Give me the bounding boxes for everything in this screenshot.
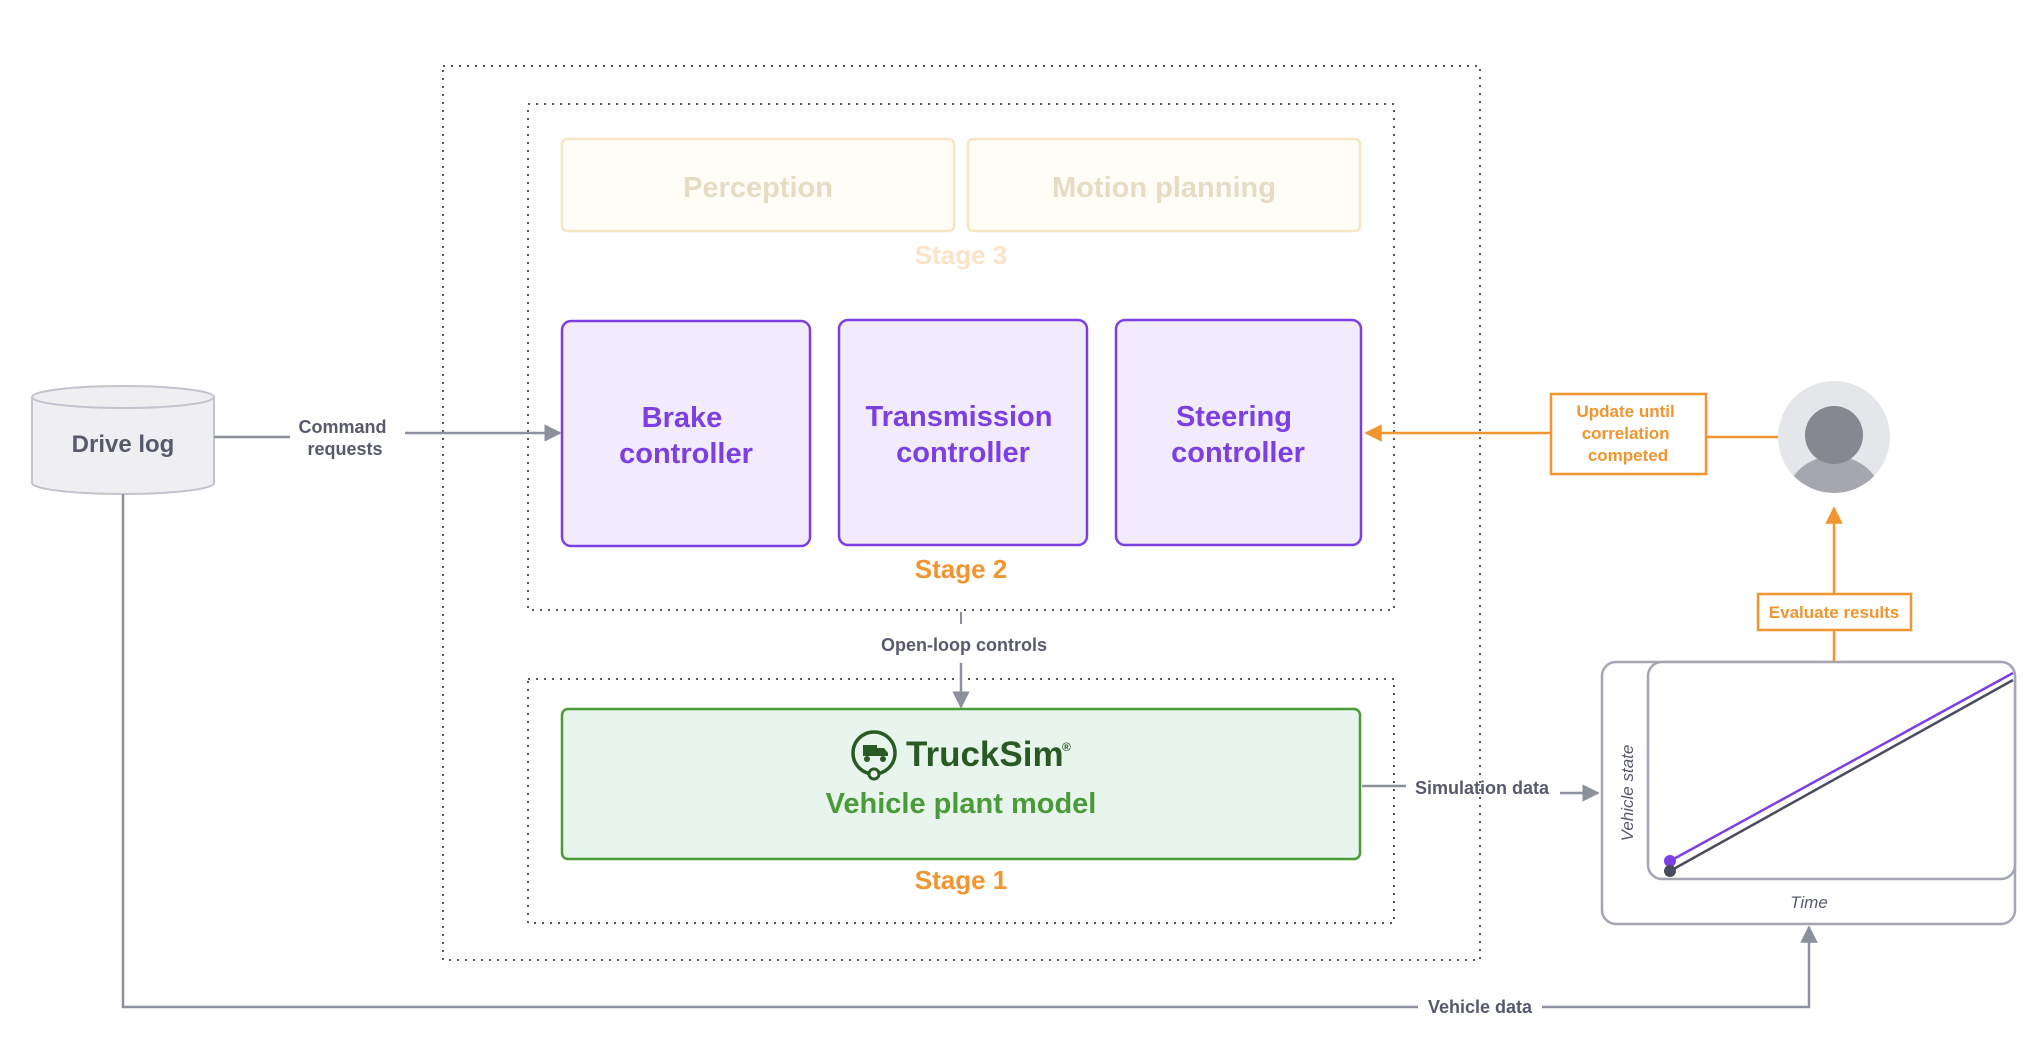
command-requests-line-2: requests: [307, 439, 382, 459]
steering-controller-box: [1114, 318, 1363, 547]
outer-boundary: [442, 65, 1481, 961]
open-loop-controls-label: Open-loop controls: [881, 635, 1047, 655]
plot-inner-frame: [1646, 660, 2017, 881]
transmission-controller-box: [837, 318, 1089, 547]
transmission-controller-line-1: Transmission: [865, 401, 1052, 433]
update-until-line-1: Update until: [1577, 402, 1675, 421]
motion-planning-label: Motion planning: [1052, 172, 1276, 204]
update-until-line-2: correlation: [1582, 424, 1670, 443]
vehicle-plant-model-box: [560, 707, 1362, 861]
plot-y-axis-label: Vehicle state: [1618, 745, 1637, 842]
stage-1-label: Stage 1: [915, 865, 1008, 895]
stage-2-label: Stage 2: [915, 554, 1008, 584]
plot-series-purple: [1669, 671, 2014, 863]
stage-2-3-boundary: [527, 103, 1395, 611]
plot-point-dark: [1664, 865, 1676, 877]
steering-controller-line-2: controller: [1171, 437, 1305, 469]
command-requests-line-1: Command: [298, 417, 386, 437]
user-avatar-icon: [1778, 381, 1890, 493]
steering-controller-label: Steering controller: [1171, 401, 1305, 469]
brake-controller-line-1: Brake: [642, 402, 723, 434]
trucksim-logo-text: TruckSim: [906, 735, 1064, 774]
command-requests-label: Command requests: [298, 417, 391, 459]
evaluate-results-label: Evaluate results: [1769, 603, 1899, 622]
simulation-data-label: Simulation data: [1415, 778, 1550, 798]
perception-box: [560, 137, 956, 233]
brake-controller-box: [560, 319, 812, 548]
trucksim-registered-mark: ®: [1062, 740, 1071, 754]
brake-controller-line-2: controller: [619, 438, 753, 470]
update-until-line-3: competed: [1588, 446, 1668, 465]
drive-log-label: Drive log: [72, 431, 175, 458]
plot-series-dark: [1669, 678, 2014, 873]
vehicle-data-arrow: [1542, 925, 1818, 1009]
update-until-box: [1549, 392, 1708, 476]
vehicle-data-label: Vehicle data: [1428, 997, 1533, 1017]
plot-point-purple: [1664, 855, 1676, 867]
motion-planning-box: [966, 137, 1362, 233]
database-icon: [31, 385, 215, 495]
stage-3-label: Stage 3: [915, 240, 1008, 270]
brake-controller-label: Brake controller: [619, 402, 753, 470]
vehicle-data-line: [121, 494, 1418, 1009]
transmission-controller-line-2: controller: [896, 437, 1030, 469]
truck-icon: [851, 730, 897, 781]
transmission-controller-label: Transmission controller: [865, 401, 1060, 469]
perception-label: Perception: [683, 172, 833, 204]
steering-controller-line-1: Steering: [1176, 401, 1292, 433]
plot-x-axis-label: Time: [1790, 893, 1828, 912]
vehicle-plant-model-label: Vehicle plant model: [826, 788, 1097, 820]
update-until-label: Update until correlation competed: [1577, 402, 1680, 465]
